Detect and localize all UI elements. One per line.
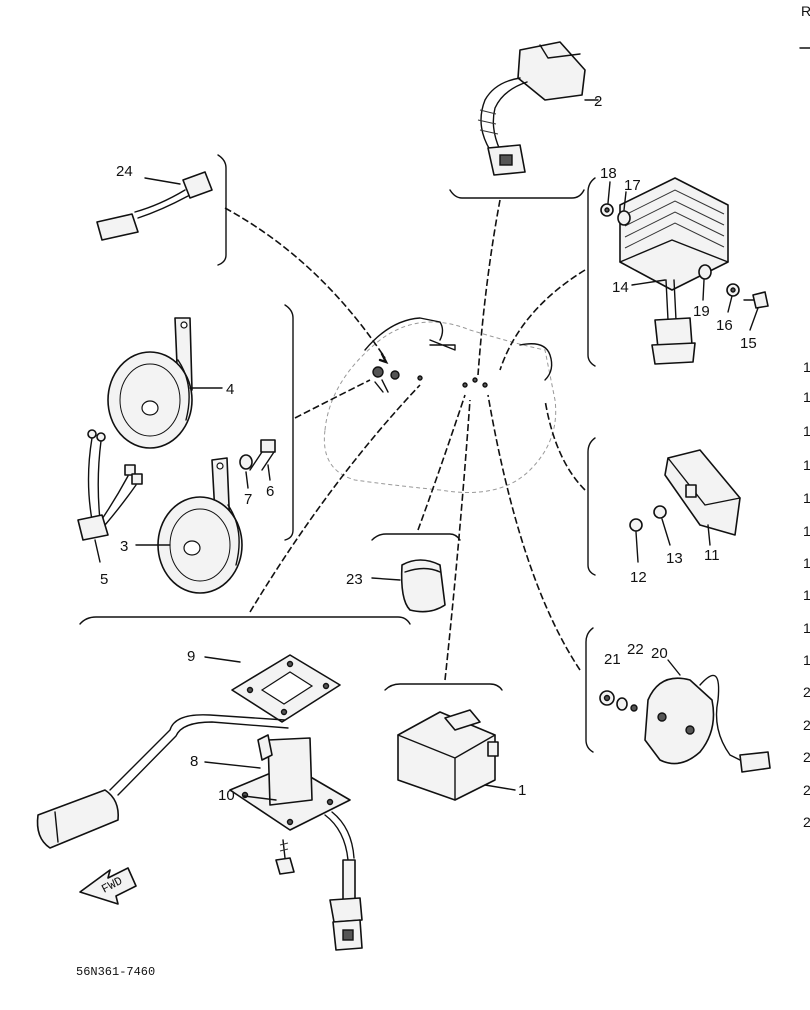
part-1-relay-box (397, 709, 516, 801)
edge-fragment: 1 (803, 359, 810, 375)
edge-fragment: 2 (803, 684, 810, 700)
part-7-washer (239, 454, 253, 489)
part-11-unit (664, 449, 741, 546)
drawing-code: 56N361-7460 (76, 965, 155, 979)
edge-fragment-top: R (801, 3, 810, 19)
part-3-horn (135, 457, 243, 594)
callout-11: 11 (704, 547, 720, 564)
callout-4: 4 (226, 381, 234, 398)
callout-2: 2 (594, 93, 602, 110)
edge-fragment: 1 (803, 652, 810, 668)
callout-17: 17 (624, 177, 641, 194)
part-21-nut (599, 690, 615, 706)
edge-fragment: 1 (803, 620, 810, 636)
bracket-lines (79, 154, 596, 753)
edge-fragment: 1 (803, 523, 810, 539)
callout-3: 3 (120, 538, 128, 555)
callout-6: 6 (266, 483, 274, 500)
part-18-nut (600, 181, 614, 217)
part-15-bolt (743, 291, 769, 331)
edge-fragment: 1 (803, 555, 810, 571)
edge-fragment: 1 (803, 587, 810, 603)
part-12-nut (629, 518, 643, 563)
part-14-regulator (619, 177, 729, 365)
guide-lines (224, 199, 586, 681)
edge-fragment: 1 (803, 490, 810, 506)
part-9-gasket (204, 654, 341, 723)
edge-fragment: 1 (803, 423, 810, 439)
part-5-wire-lead (77, 429, 143, 563)
frame-outline (323, 317, 557, 493)
callout-14: 14 (612, 279, 629, 296)
part-8-fuel-sender (36, 714, 363, 951)
part-23-relay (371, 559, 446, 613)
edge-fragment: 2 (803, 717, 810, 733)
fwd-arrow-icon: FWD (79, 867, 137, 905)
callout-1: 1 (518, 782, 526, 799)
part-4-horn (107, 317, 223, 449)
part-19-washer (698, 264, 712, 301)
callout-8: 8 (190, 753, 198, 770)
part-22-washer (616, 697, 638, 712)
part-10-bolt (243, 795, 295, 875)
callout-21: 21 (604, 651, 621, 668)
callout-20: 20 (651, 645, 668, 662)
callout-22: 22 (627, 641, 644, 658)
callout-18: 18 (600, 165, 617, 182)
callout-10: 10 (218, 787, 235, 804)
callout-7: 7 (244, 491, 252, 508)
part-24-connector (96, 171, 213, 241)
edge-fragment: 2 (803, 749, 810, 765)
edge-fragment: 1 (803, 457, 810, 473)
part-6-bolt (249, 439, 276, 481)
edge-fragment: 2 (803, 814, 810, 830)
callout-5: 5 (100, 571, 108, 588)
callout-19: 19 (693, 303, 710, 320)
callout-24: 24 (116, 163, 133, 180)
part-20-sensor (644, 659, 771, 773)
callout-23: 23 (346, 571, 363, 588)
edge-fragments: R 1 1 1 1 1 1 1 1 1 1 2 2 2 2 2 (799, 3, 810, 830)
part-16-nut (726, 283, 740, 313)
callout-16: 16 (716, 317, 733, 334)
part-17-washer (617, 191, 631, 226)
callout-12: 12 (630, 569, 647, 586)
callout-13: 13 (666, 550, 683, 567)
part-2-connector-harness (477, 41, 599, 176)
callout-labels: 1 2 3 4 5 6 7 8 9 10 11 12 13 14 15 16 1… (100, 93, 757, 804)
callout-9: 9 (187, 648, 195, 665)
callout-15: 15 (740, 335, 757, 352)
edge-fragment: 1 (803, 389, 810, 405)
part-13-washer (653, 505, 671, 546)
edge-fragment: 2 (803, 782, 810, 798)
